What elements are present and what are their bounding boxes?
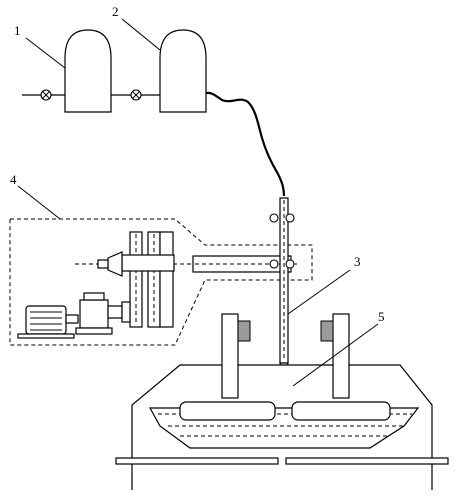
shaft-end <box>97 259 109 269</box>
electrode-left-clamp <box>237 320 251 342</box>
ingot-right <box>291 401 391 421</box>
callout-1: 1 <box>14 23 21 38</box>
furnace <box>115 313 449 490</box>
electrode-right-clamp <box>320 320 334 342</box>
leader-3 <box>287 269 351 315</box>
motor-assembly <box>17 292 131 339</box>
feeder-outline-box <box>9 218 313 346</box>
gas-tank-1 <box>64 29 112 113</box>
electrode-left <box>221 313 239 399</box>
leader-2 <box>121 18 161 51</box>
feed-tube <box>279 197 289 383</box>
valve-icon-2 <box>130 89 142 101</box>
motor-coupling <box>121 254 175 272</box>
gearbox-icon <box>79 299 109 329</box>
valve-icon-1 <box>40 89 52 101</box>
feed-hose <box>205 91 286 197</box>
ingot-left <box>179 401 276 421</box>
leader-5 <box>292 323 379 387</box>
gas-tank-2 <box>159 29 207 113</box>
feeder-mechanism <box>75 231 300 328</box>
base-plate-left <box>115 457 279 465</box>
bevel-gear-icon <box>107 251 123 277</box>
leader-1 <box>25 37 66 69</box>
electrode-right <box>332 313 350 399</box>
leader-4 <box>17 185 61 220</box>
support-column <box>159 231 174 328</box>
callout-2: 2 <box>112 4 119 19</box>
callout-3: 3 <box>354 254 361 269</box>
callout-4: 4 <box>10 172 17 187</box>
guide-rollers <box>269 213 295 269</box>
base-plate-right <box>285 457 449 465</box>
callout-5: 5 <box>378 309 385 324</box>
